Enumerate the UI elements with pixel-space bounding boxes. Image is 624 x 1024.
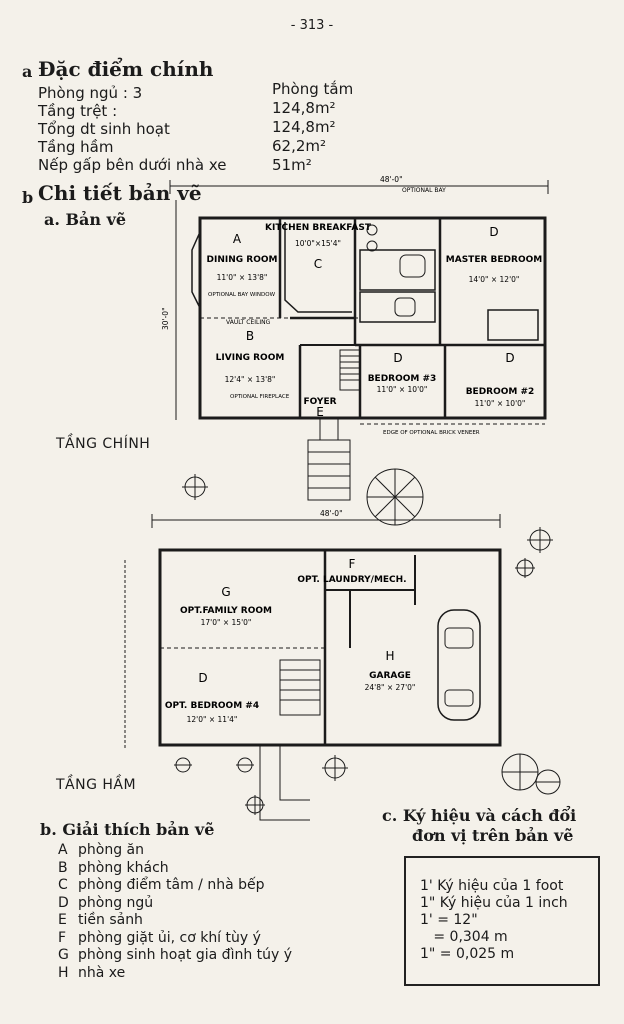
spec-label: Tầng hầm	[38, 138, 114, 156]
section-b-bullet: b	[22, 188, 34, 207]
room-dim: 11'0" × 10'0"	[377, 385, 428, 394]
room-letter: F	[349, 557, 356, 571]
room-letter: G	[221, 585, 230, 599]
spec-labels: Phòng ngủ : 3 Tầng trệt : Tổng dt sinh h…	[38, 84, 278, 174]
room-name: BEDROOM #3	[368, 374, 437, 384]
main-depth-text: 30'-0"	[161, 307, 170, 330]
room-letter: D	[505, 351, 514, 365]
room-dim: 24'8" × 27'0"	[365, 683, 416, 692]
room-name: GARAGE	[369, 671, 411, 681]
basement-width-text: 48'-0"	[320, 509, 343, 518]
spec-values: Phòng tắm 124,8m² 124,8m² 62,2m² 51m²	[272, 80, 432, 175]
legend-title: b. Giải thích bản vẽ	[40, 820, 215, 839]
spec-label: Tổng dt sinh hoạt	[38, 120, 170, 138]
room-name: OPT.FAMILY ROOM	[180, 606, 272, 616]
room-letter: D	[393, 351, 402, 365]
spec-value: 62,2m²	[272, 137, 327, 155]
unit-line: 1" = 0,025 m	[420, 946, 515, 962]
spec-label: Phòng ngủ : 3	[38, 84, 143, 102]
car-outline	[437, 609, 481, 721]
room-letter: D	[489, 225, 498, 239]
room-name: LIVING ROOM	[216, 353, 285, 363]
drawing-subtitle: a. Bản vẽ	[44, 210, 127, 229]
plan-note: VAULT CEILING	[226, 319, 271, 326]
room-dim: 10'0"×15'4"	[295, 239, 341, 248]
room-name: BEDROOM #2	[466, 387, 535, 397]
room-name: DINING ROOM	[207, 255, 278, 265]
units-title-line2: đơn vị trên bản vẽ	[412, 826, 574, 845]
spec-value: 124,8m²	[272, 118, 336, 136]
room-letter: A	[233, 232, 242, 246]
room-name: KITCHEN BREAKFAST	[265, 223, 372, 233]
room-name: FOYER	[303, 397, 336, 407]
section-a-bullet: a	[22, 62, 33, 81]
unit-line: 1' = 12"	[420, 912, 478, 928]
unit-line: = 0,304 m	[420, 929, 508, 945]
main-floor-label: TẦNG CHÍNH	[56, 436, 151, 452]
plan-note: EDGE OF OPTIONAL BRICK VENEER	[383, 430, 480, 436]
units-title-line1: c. Ký hiệu và cách đổi	[382, 806, 577, 825]
plan-note: OPTIONAL BAY WINDOW	[208, 292, 276, 298]
spec-label: Tầng trệt :	[38, 102, 118, 120]
room-dim: 12'4" × 13'8"	[225, 375, 276, 384]
page-number: - 313 -	[290, 18, 334, 33]
room-dim: 17'0" × 15'0"	[201, 618, 252, 627]
spec-value: 51m²	[272, 156, 312, 174]
plan-note: OPTIONAL FIREPLACE	[230, 394, 290, 400]
room-letter: D	[198, 671, 207, 685]
room-dim: 11'0" × 13'8"	[217, 273, 268, 282]
spec-value: Phòng tắm	[272, 80, 354, 98]
room-dim: 12'0" × 11'4"	[187, 715, 238, 724]
basement-label: TẦNG HẦM	[56, 777, 137, 793]
room-letter: C	[314, 257, 322, 271]
room-name: MASTER BEDROOM	[446, 255, 542, 265]
room-name: OPT. BEDROOM #4	[165, 701, 259, 711]
room-letter: B	[246, 329, 254, 343]
room-dim: 11'0" × 10'0"	[475, 399, 526, 408]
drawing-detail-title: Chi tiết bản vẽ	[38, 181, 202, 205]
spec-label: Nếp gấp bên dưới nhà xe	[38, 156, 227, 174]
main-width-text: 48'-0"	[380, 175, 403, 184]
units-box: 1' Ký hiệu của 1 foot 1" Ký hiệu của 1 i…	[404, 856, 600, 986]
tree-decorations	[174, 468, 561, 815]
optional-bay-note: OPTIONAL BAY	[402, 187, 446, 194]
room-letter: H	[385, 649, 394, 663]
spec-value: 124,8m²	[272, 99, 336, 117]
room-name: OPT. LAUNDRY/MECH.	[297, 575, 406, 585]
unit-line: 1' Ký hiệu của 1 foot	[420, 878, 564, 894]
room-dim: 14'0" × 12'0"	[469, 275, 520, 284]
features-title: Đặc điểm chính	[38, 57, 214, 81]
room-letter: E	[316, 405, 324, 419]
unit-line: 1" Ký hiệu của 1 inch	[420, 895, 568, 911]
